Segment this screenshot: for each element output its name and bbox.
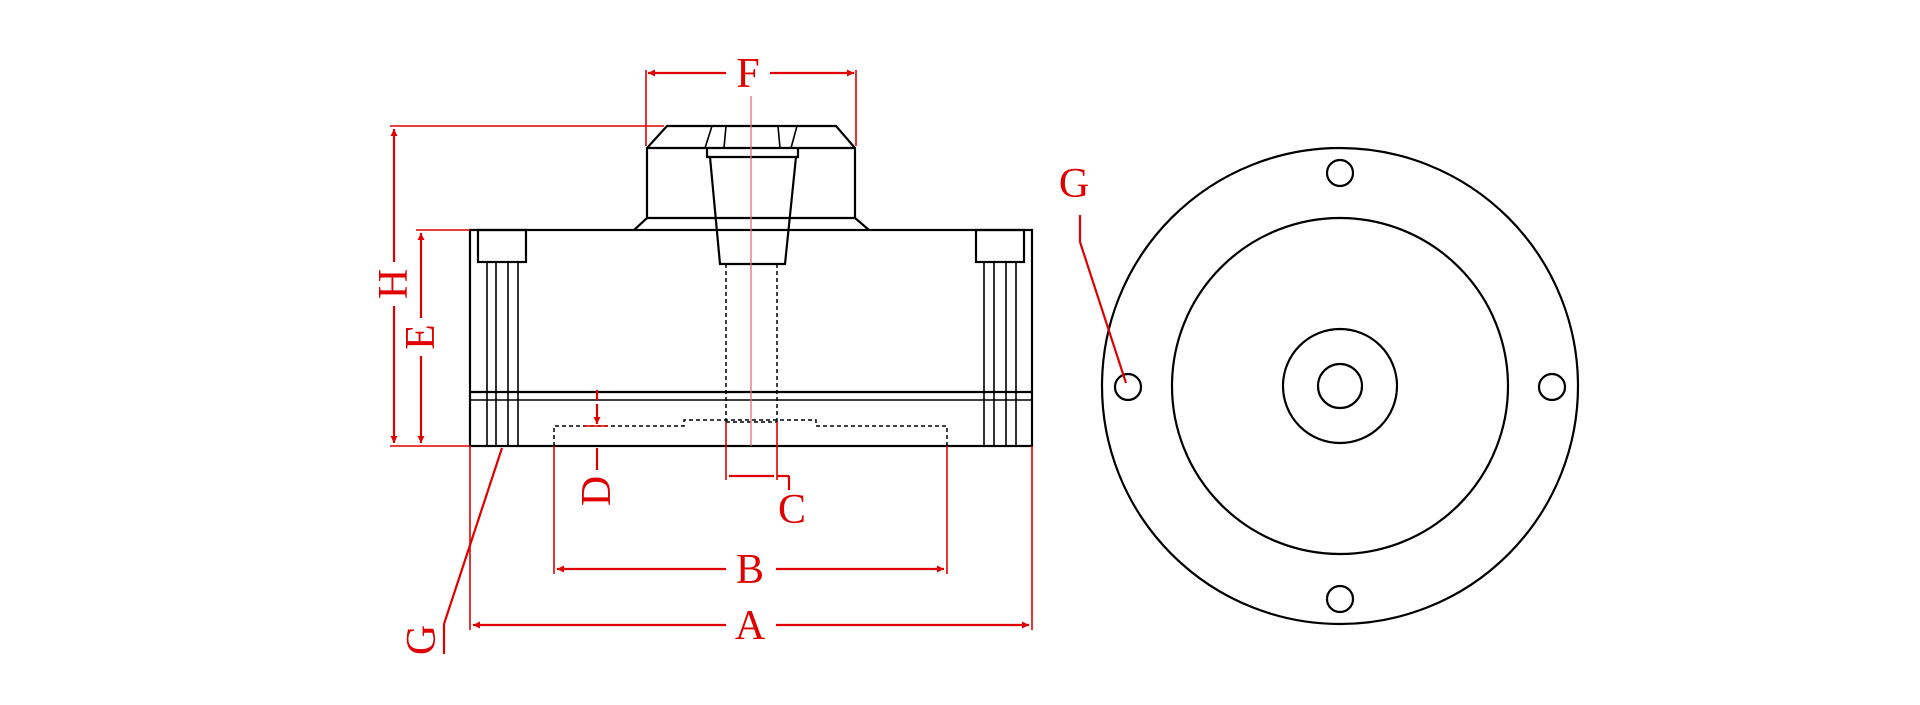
body-circle bbox=[1170, 216, 1510, 556]
dim-a-label: A bbox=[735, 603, 766, 649]
top-boss-recess bbox=[704, 125, 798, 149]
dim-h-label: H bbox=[371, 269, 417, 299]
bolt-hole-bottom bbox=[1325, 584, 1355, 614]
side-view-dimensions: F H E D C B A bbox=[371, 51, 1033, 655]
dim-g-leader bbox=[442, 447, 504, 625]
bolt-hole-top bbox=[1325, 158, 1355, 188]
dim-g-label: G bbox=[399, 625, 445, 655]
pin-circle bbox=[1316, 362, 1364, 410]
bolt-hole-right bbox=[1537, 372, 1567, 402]
boss-circle bbox=[1281, 327, 1399, 445]
right-bolt-head bbox=[974, 228, 1026, 264]
tapered-pin bbox=[705, 148, 800, 266]
dim-e-label: E bbox=[398, 324, 444, 350]
dim-c-label: C bbox=[778, 487, 806, 533]
dim-f-label: F bbox=[736, 51, 759, 97]
left-bolt-head bbox=[476, 228, 528, 264]
top-view-g-label: G bbox=[1059, 161, 1089, 207]
outer-flange-circle bbox=[1100, 146, 1580, 626]
bolt-hole-left bbox=[1113, 372, 1143, 402]
dim-b-label: B bbox=[736, 547, 764, 593]
top-view: G bbox=[1059, 146, 1580, 626]
dim-d-label: D bbox=[574, 476, 620, 506]
top-view-g-leader-diagonal bbox=[1078, 241, 1128, 384]
